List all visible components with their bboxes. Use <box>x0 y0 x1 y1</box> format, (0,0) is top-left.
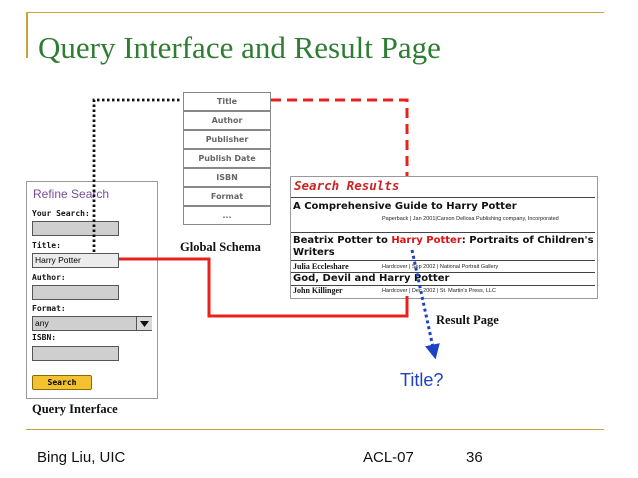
query-to-result-solid-connector <box>119 257 409 318</box>
schema-field-more: ... <box>183 206 271 225</box>
results-divider <box>291 260 595 261</box>
result-2-author: Julia Eccleshare <box>293 262 349 271</box>
your-search-label: Your Search: <box>32 209 90 218</box>
global-schema-caption: Global Schema <box>180 240 261 254</box>
schema-field-author: Author <box>183 111 271 130</box>
result-3-meta: Hardcover | Dec 2002 | St. Martin's Pres… <box>382 288 496 294</box>
page-number: 36 <box>466 449 483 466</box>
your-search-input[interactable] <box>32 221 119 236</box>
result-2-meta: Hardcover | Sep 2002 | National Portrait… <box>382 264 499 270</box>
result-2-title-end: : Portraits of Children's <box>461 235 594 246</box>
author-input[interactable] <box>32 285 119 300</box>
isbn-field-label: ISBN: <box>32 333 57 342</box>
results-divider <box>291 232 595 233</box>
result-2-title[interactable]: Beatrix Potter to Harry Potter: Portrait… <box>293 235 594 246</box>
schema-field-publisher: Publisher <box>183 130 271 149</box>
result-2-title-start: Beatrix Potter to <box>293 235 392 246</box>
result-1-meta: Paperback | Jan 2001|Carson Dellosa Publ… <box>382 216 559 222</box>
refine-search-heading: Refine Search <box>33 187 110 201</box>
footer-author: Bing Liu, UIC <box>37 449 126 466</box>
result-3-title[interactable]: God, Devil and Harry Potter <box>293 273 450 284</box>
slide-title: Query Interface and Result Page <box>38 30 441 65</box>
author-field-label: Author: <box>32 273 66 282</box>
query-interface-caption: Query Interface <box>32 402 118 416</box>
result-3-author: John Killinger <box>293 286 343 295</box>
results-divider <box>291 197 595 198</box>
schema-field-publish-date: Publish Date <box>183 149 271 168</box>
result-2-title-line2[interactable]: Writers <box>293 247 335 258</box>
result-to-annotation-dotted-arrow <box>410 249 440 360</box>
result-2-title-highlight: Harry Potter <box>391 235 462 246</box>
title-input[interactable]: Harry Potter <box>32 253 119 268</box>
format-field-label: Format: <box>32 304 66 313</box>
title-question-annotation: Title? <box>400 370 444 390</box>
title-accent-bar <box>26 12 28 58</box>
top-rule <box>26 12 604 13</box>
search-button[interactable]: Search <box>32 375 92 390</box>
search-results-heading: Search Results <box>294 178 400 193</box>
results-divider <box>291 272 595 273</box>
schema-field-title: Title <box>183 92 271 111</box>
result-page-panel <box>290 176 598 299</box>
results-divider <box>291 285 595 286</box>
title-field-label: Title: <box>32 241 61 250</box>
isbn-input[interactable] <box>32 346 119 361</box>
schema-field-isbn: ISBN <box>183 168 271 187</box>
footer-rule <box>26 429 604 430</box>
footer-venue: ACL-07 <box>363 449 414 466</box>
result-1-title[interactable]: A Comprehensive Guide to Harry Potter <box>293 201 517 212</box>
chevron-down-icon[interactable] <box>136 317 152 330</box>
title-to-schema-dotted-connector <box>92 98 181 252</box>
schema-to-result-dashed-connector <box>271 98 409 176</box>
result-page-caption: Result Page <box>436 313 499 327</box>
schema-field-format: Format <box>183 187 271 206</box>
